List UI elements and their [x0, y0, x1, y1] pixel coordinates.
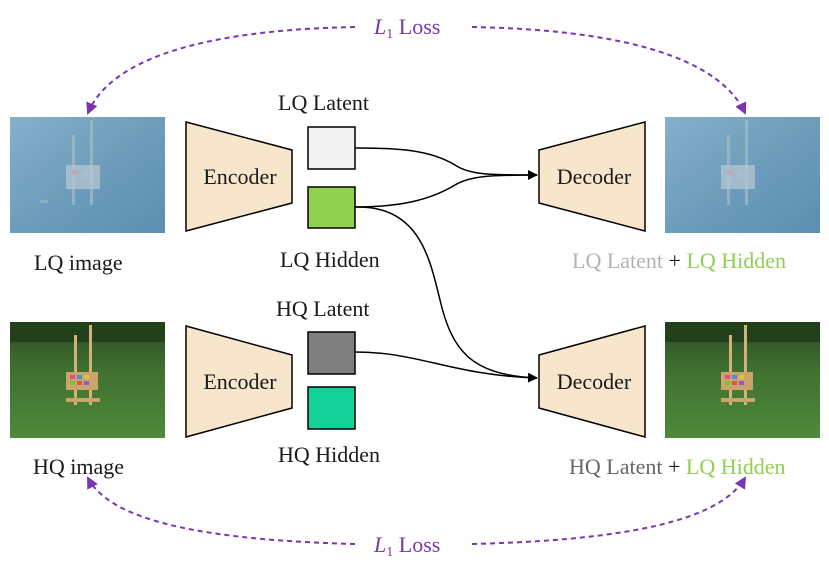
- lq-input-image: [10, 117, 165, 233]
- hq-latent-square: [307, 331, 356, 375]
- connector-lq-latent: [354, 147, 538, 180]
- encoder-top-label: Encoder: [203, 164, 277, 189]
- lq-image-label: LQ image: [34, 250, 123, 275]
- loss-symbol: L: [374, 532, 387, 557]
- loss-word: Loss: [398, 532, 441, 557]
- hq-hidden-label: HQ Hidden: [278, 442, 381, 467]
- loss-arc-top: [86, 26, 356, 115]
- hq-output-image: [665, 322, 820, 438]
- loss-arc-top-right: [471, 26, 747, 115]
- hq-image-label: HQ image: [33, 454, 125, 479]
- decoder-top-label: Decoder: [557, 164, 632, 189]
- lq-hidden-square: [307, 186, 356, 229]
- lq-latent-label: LQ Latent: [278, 90, 370, 115]
- connector-lq-hidden-top: [354, 174, 538, 208]
- loss-word: Loss: [398, 14, 441, 39]
- hq-latent-label: HQ Latent: [276, 296, 370, 321]
- loss-symbol: L: [374, 14, 387, 39]
- decoder-bottom-label: Decoder: [557, 369, 632, 394]
- encoder-bottom-label: Encoder: [203, 369, 277, 394]
- lq-hidden-label: LQ Hidden: [280, 247, 380, 272]
- connector-lq-hidden-bottom: [354, 206, 538, 383]
- connector-hq-latent: [354, 351, 538, 379]
- output-bottom-part2: LQ Hidden: [685, 454, 786, 479]
- output-bottom-plus: +: [667, 454, 681, 479]
- decoder-bottom: [538, 325, 646, 438]
- decoder-top: [538, 121, 646, 232]
- loss-subscript: 1: [386, 27, 394, 42]
- output-bottom-label: HQ Latent + LQ Hidden: [569, 456, 785, 478]
- loss-label-bottom: L1 Loss: [374, 534, 440, 560]
- output-top-part2: LQ Hidden: [686, 248, 787, 273]
- encoder-bottom: [185, 325, 293, 438]
- loss-arc-bottom-right: [471, 476, 747, 545]
- output-bottom-part1: HQ Latent: [569, 454, 663, 479]
- loss-arc-bottom: [87, 476, 356, 545]
- encoder-top: [185, 121, 293, 232]
- output-top-part1: LQ Latent: [572, 248, 664, 273]
- hq-input-image: [10, 322, 165, 438]
- loss-subscript: 1: [386, 545, 394, 560]
- lq-output-image: [665, 117, 820, 233]
- loss-label-top: L1 Loss: [374, 16, 440, 42]
- output-top-plus: +: [668, 248, 681, 273]
- lq-latent-square: [307, 126, 356, 170]
- output-top-label: LQ Latent + LQ Hidden: [572, 250, 786, 272]
- hq-hidden-square: [307, 386, 356, 430]
